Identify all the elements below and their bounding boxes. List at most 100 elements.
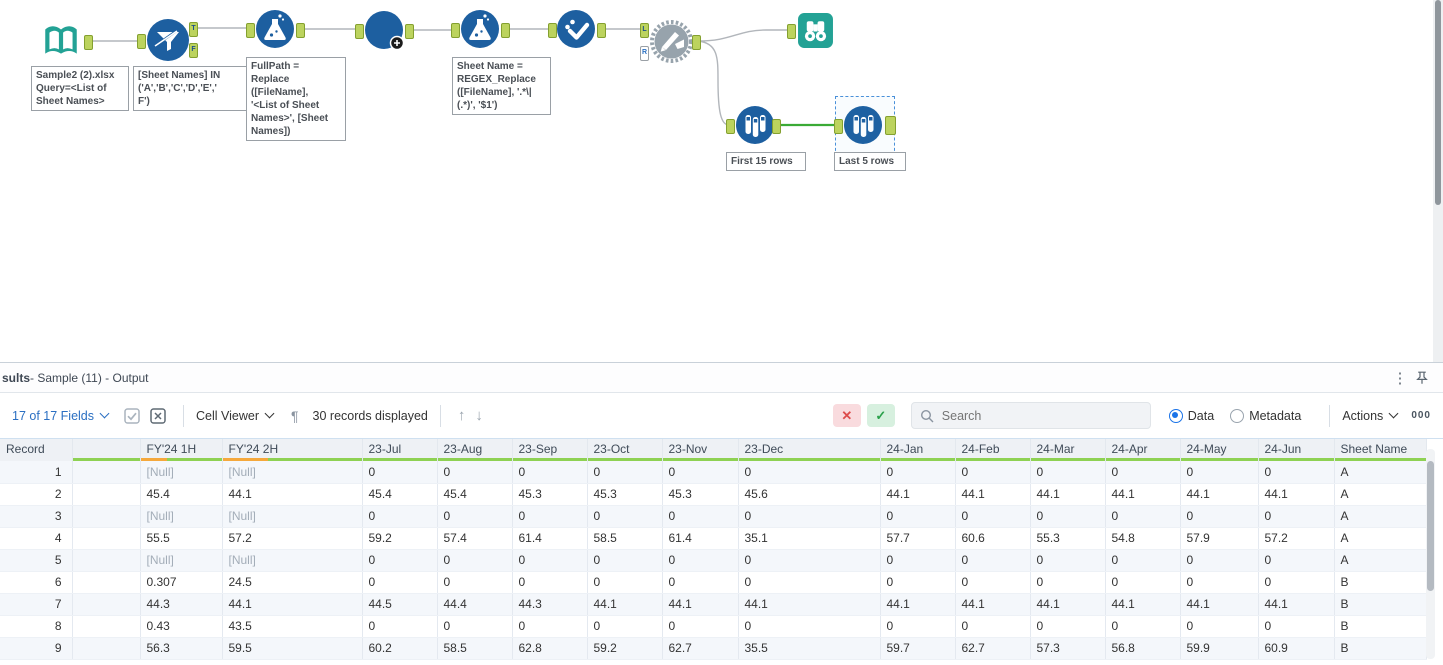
table-cell[interactable]: 0 bbox=[587, 461, 663, 484]
input-annotation[interactable]: Sample2 (2).xlsx Query=<List of Sheet Na… bbox=[31, 66, 129, 111]
formula1-annotation[interactable]: FullPath = Replace ([FileName], '<List o… bbox=[246, 57, 346, 141]
column-header-23-nov[interactable]: 23-Nov bbox=[662, 439, 739, 461]
table-cell[interactable] bbox=[72, 483, 141, 506]
record-number-cell[interactable]: 5 bbox=[0, 549, 73, 572]
table-cell[interactable]: 0 bbox=[362, 615, 438, 638]
table-cell[interactable]: A bbox=[1334, 483, 1427, 506]
table-cell[interactable]: 44.1 bbox=[1105, 483, 1181, 506]
table-cell[interactable]: 44.1 bbox=[955, 593, 1031, 616]
table-cell[interactable]: 0 bbox=[1180, 615, 1259, 638]
table-cell[interactable]: 0 bbox=[437, 549, 513, 572]
column-header-blank[interactable] bbox=[72, 439, 141, 461]
results-scrollbar-thumb[interactable] bbox=[1427, 461, 1434, 591]
table-cell[interactable]: 0 bbox=[1105, 549, 1181, 572]
deselect-all-icon[interactable] bbox=[150, 407, 166, 424]
number-format-toggle[interactable]: 000 bbox=[1411, 410, 1431, 421]
record-number-cell[interactable]: 9 bbox=[0, 637, 73, 660]
table-cell[interactable] bbox=[72, 593, 141, 616]
table-cell[interactable]: 0 bbox=[362, 505, 438, 528]
table-cell[interactable]: 45.4 bbox=[362, 483, 438, 506]
table-cell[interactable]: 0 bbox=[512, 571, 588, 594]
table-cell[interactable]: 0 bbox=[662, 505, 739, 528]
column-header-23-sep[interactable]: 23-Sep bbox=[512, 439, 588, 461]
column-header-record[interactable]: Record bbox=[0, 439, 73, 461]
table-cell[interactable]: 0 bbox=[1030, 549, 1106, 572]
filter-true-anchor[interactable]: T bbox=[189, 22, 198, 37]
table-cell[interactable]: 44.1 bbox=[955, 483, 1031, 506]
table-cell[interactable]: 55.3 bbox=[1030, 527, 1106, 550]
table-cell[interactable]: 45.3 bbox=[587, 483, 663, 506]
column-header-23-jul[interactable]: 23-Jul bbox=[362, 439, 438, 461]
table-cell[interactable]: 44.3 bbox=[140, 593, 223, 616]
table-cell[interactable]: 0 bbox=[1105, 615, 1181, 638]
table-cell[interactable] bbox=[72, 615, 141, 638]
table-cell[interactable]: [Null] bbox=[140, 505, 223, 528]
table-cell[interactable]: 59.2 bbox=[587, 637, 663, 660]
table-cell[interactable]: B bbox=[1334, 571, 1427, 594]
table-cell[interactable]: 0 bbox=[738, 461, 881, 484]
record-number-cell[interactable]: 2 bbox=[0, 483, 73, 506]
fields-dropdown[interactable]: 17 of 17 Fields bbox=[12, 409, 110, 423]
sample1-input-anchor[interactable] bbox=[726, 119, 735, 134]
table-cell[interactable]: 0 bbox=[662, 461, 739, 484]
table-cell[interactable]: 0 bbox=[587, 505, 663, 528]
table-cell[interactable]: 0 bbox=[1030, 505, 1106, 528]
sample1-annotation[interactable]: First 15 rows bbox=[726, 152, 806, 171]
formula1-input-anchor[interactable] bbox=[246, 23, 255, 38]
record-number-cell[interactable]: 3 bbox=[0, 505, 73, 528]
table-cell[interactable]: 57.2 bbox=[1258, 527, 1335, 550]
formula2-input-anchor[interactable] bbox=[451, 23, 460, 38]
record-number-cell[interactable]: 8 bbox=[0, 615, 73, 638]
table-cell[interactable]: 0 bbox=[955, 615, 1031, 638]
table-cell[interactable]: 0 bbox=[880, 571, 956, 594]
table-cell[interactable]: 0 bbox=[1105, 505, 1181, 528]
table-cell[interactable]: 0 bbox=[880, 505, 956, 528]
macro-output-anchor[interactable] bbox=[692, 35, 701, 50]
select-tool[interactable] bbox=[556, 9, 596, 54]
table-cell[interactable]: 44.1 bbox=[1180, 483, 1259, 506]
table-cell[interactable]: 0 bbox=[662, 615, 739, 638]
actions-dropdown[interactable]: Actions bbox=[1342, 409, 1399, 423]
table-cell[interactable]: 0 bbox=[362, 461, 438, 484]
canvas-vertical-scrollbar[interactable] bbox=[1433, 0, 1443, 362]
column-header-fy-24-1h[interactable]: FY'24 1H bbox=[140, 439, 223, 461]
table-cell[interactable]: 44.1 bbox=[1258, 483, 1335, 506]
table-cell[interactable]: 44.1 bbox=[1030, 483, 1106, 506]
table-cell[interactable]: 0 bbox=[1258, 549, 1335, 572]
table-cell[interactable]: [Null] bbox=[140, 461, 223, 484]
formula2-output-anchor[interactable] bbox=[501, 23, 510, 38]
table-cell[interactable]: 44.1 bbox=[1105, 593, 1181, 616]
table-cell[interactable]: 44.1 bbox=[222, 483, 363, 506]
input-data-tool[interactable] bbox=[40, 20, 82, 67]
table-cell[interactable]: 44.3 bbox=[512, 593, 588, 616]
table-cell[interactable] bbox=[72, 505, 141, 528]
table-cell[interactable]: 45.4 bbox=[437, 483, 513, 506]
table-cell[interactable]: 0 bbox=[1258, 571, 1335, 594]
table-cell[interactable] bbox=[72, 637, 141, 660]
formula1-output-anchor[interactable] bbox=[296, 23, 305, 38]
table-cell[interactable]: [Null] bbox=[222, 549, 363, 572]
table-cell[interactable]: A bbox=[1334, 461, 1427, 484]
table-cell[interactable]: 45.3 bbox=[512, 483, 588, 506]
sample-tool-last[interactable] bbox=[843, 105, 883, 150]
table-cell[interactable]: 0 bbox=[955, 505, 1031, 528]
table-cell[interactable]: 0.307 bbox=[140, 571, 223, 594]
table-cell[interactable]: 59.7 bbox=[880, 637, 956, 660]
filter-input-anchor[interactable] bbox=[137, 34, 146, 49]
table-cell[interactable]: 0 bbox=[738, 549, 881, 572]
table-cell[interactable]: A bbox=[1334, 549, 1427, 572]
table-cell[interactable]: 0 bbox=[1105, 461, 1181, 484]
column-header-24-jan[interactable]: 24-Jan bbox=[880, 439, 956, 461]
table-cell[interactable]: 44.1 bbox=[222, 593, 363, 616]
table-cell[interactable]: 59.5 bbox=[222, 637, 363, 660]
input-output-anchor[interactable] bbox=[84, 35, 93, 50]
select-input-anchor[interactable] bbox=[548, 23, 557, 38]
table-cell[interactable]: 0 bbox=[955, 461, 1031, 484]
table-cell[interactable]: 0 bbox=[738, 615, 881, 638]
dynamic-input-tool[interactable] bbox=[364, 10, 405, 55]
table-cell[interactable]: 57.9 bbox=[1180, 527, 1259, 550]
table-cell[interactable]: 44.4 bbox=[437, 593, 513, 616]
column-header-24-feb[interactable]: 24-Feb bbox=[955, 439, 1031, 461]
table-cell[interactable] bbox=[72, 571, 141, 594]
table-cell[interactable]: 0 bbox=[662, 549, 739, 572]
